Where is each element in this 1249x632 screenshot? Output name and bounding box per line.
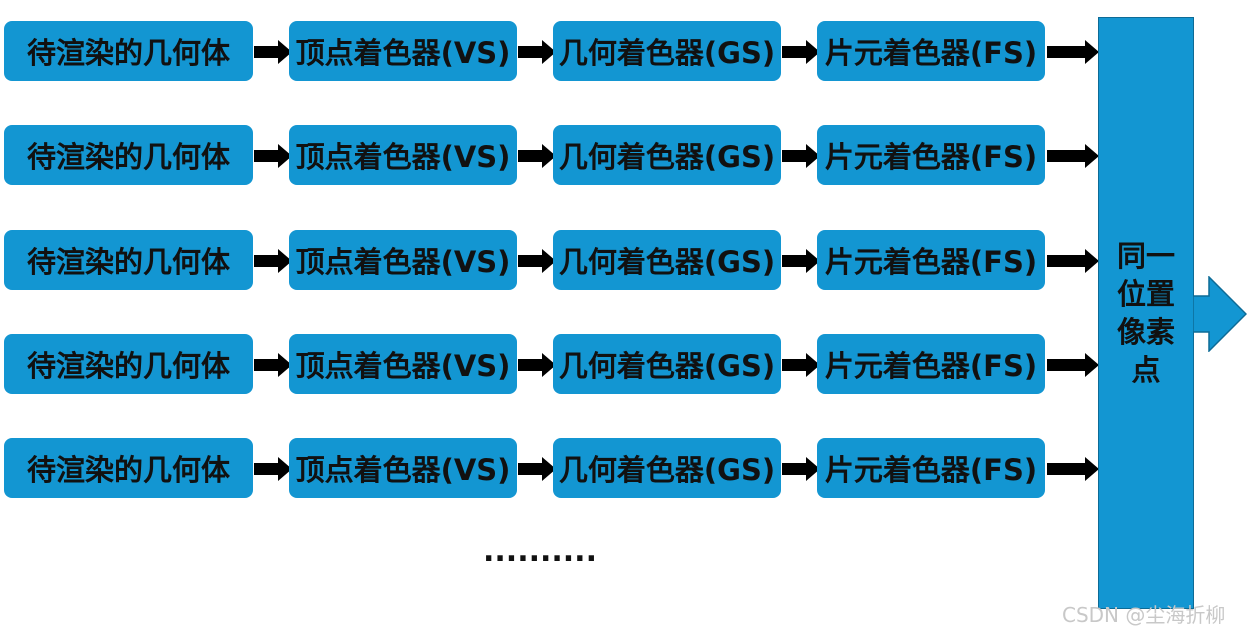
geometry-box-1: 待渲染的几何体 <box>4 21 253 81</box>
vertex-shader-box-5: 顶点着色器(VS) <box>289 438 517 498</box>
vertex-shader-box-1: 顶点着色器(VS) <box>289 21 517 81</box>
geometry-shader-box-3: 几何着色器(GS) <box>553 230 781 290</box>
right-arrow-icon <box>782 40 820 64</box>
right-arrow-icon <box>254 249 292 273</box>
geometry-box-5: 待渲染的几何体 <box>4 438 253 498</box>
right-arrow-icon <box>782 457 820 481</box>
right-arrow-icon <box>254 457 292 481</box>
fragment-shader-box-5: 片元着色器(FS) <box>817 438 1045 498</box>
right-arrow-icon <box>1047 144 1099 168</box>
vertex-shader-box-4: 顶点着色器(VS) <box>289 334 517 394</box>
right-arrow-icon <box>518 144 556 168</box>
fragment-shader-box-3: 片元着色器(FS) <box>817 230 1045 290</box>
right-arrow-icon <box>782 249 820 273</box>
right-arrow-icon <box>782 353 820 377</box>
watermark: CSDN @尘海折柳 <box>1062 603 1226 627</box>
geometry-shader-box-4: 几何着色器(GS) <box>553 334 781 394</box>
right-arrow-icon <box>254 40 292 64</box>
right-arrow-icon <box>1047 457 1099 481</box>
vertex-shader-box-2: 顶点着色器(VS) <box>289 125 517 185</box>
output-arrow-icon <box>1193 276 1247 352</box>
geometry-box-4: 待渲染的几何体 <box>4 334 253 394</box>
fragment-shader-box-2: 片元着色器(FS) <box>817 125 1045 185</box>
right-arrow-icon <box>1047 353 1099 377</box>
continuation-ellipsis: .......... <box>483 534 597 569</box>
right-arrow-icon <box>254 353 292 377</box>
right-arrow-icon <box>254 144 292 168</box>
right-arrow-icon <box>1047 40 1099 64</box>
right-arrow-icon <box>782 144 820 168</box>
fragment-shader-box-1: 片元着色器(FS) <box>817 21 1045 81</box>
right-arrow-icon <box>518 457 556 481</box>
geometry-shader-box-1: 几何着色器(GS) <box>553 21 781 81</box>
right-arrow-icon <box>518 40 556 64</box>
geometry-shader-box-5: 几何着色器(GS) <box>553 438 781 498</box>
fragment-shader-box-4: 片元着色器(FS) <box>817 334 1045 394</box>
right-arrow-icon <box>518 249 556 273</box>
right-arrow-icon <box>1047 249 1099 273</box>
geometry-box-3: 待渲染的几何体 <box>4 230 253 290</box>
same-pixel-box: 同一位置像素点 <box>1098 17 1194 609</box>
right-arrow-icon <box>518 353 556 377</box>
vertex-shader-box-3: 顶点着色器(VS) <box>289 230 517 290</box>
geometry-box-2: 待渲染的几何体 <box>4 125 253 185</box>
geometry-shader-box-2: 几何着色器(GS) <box>553 125 781 185</box>
